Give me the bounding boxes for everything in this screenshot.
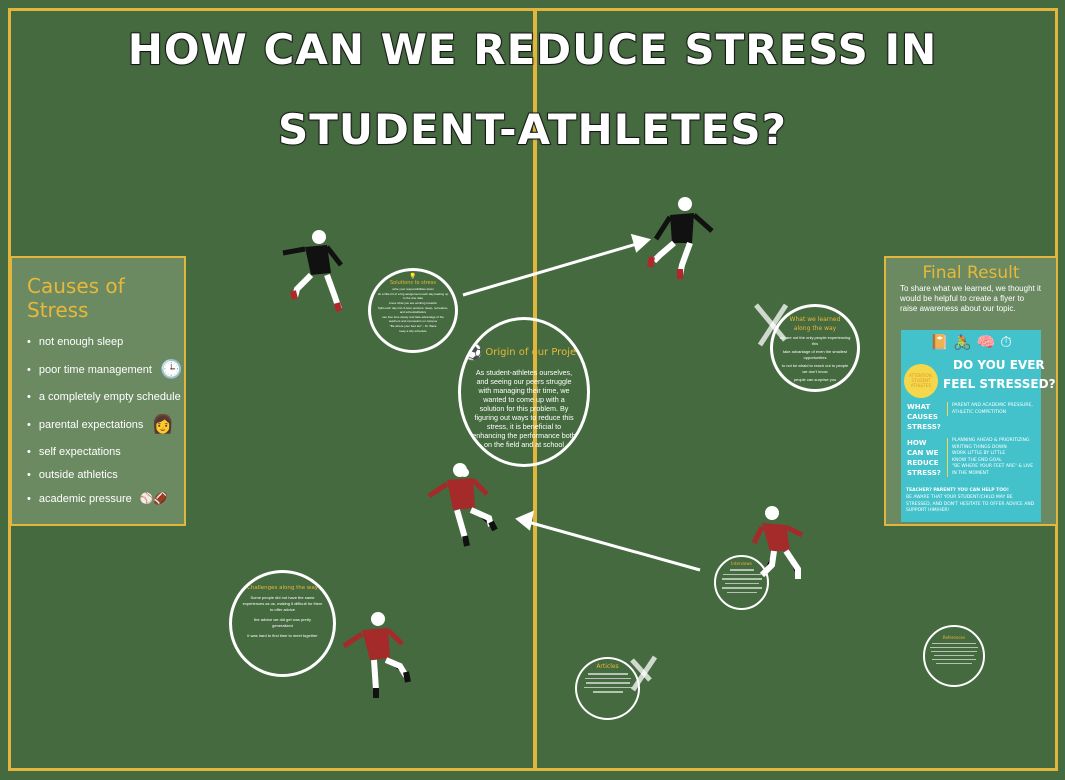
solution-item: Split each day into 3-hour portions: sle… <box>377 306 449 314</box>
player-icon <box>282 230 343 312</box>
lightbulb-icon: 💡 <box>409 274 417 280</box>
flyer-tip: WRITING THINGS DOWN <box>952 444 1007 450</box>
flyer-icons: 📔 🚴 🧠 ⏱ <box>929 333 1013 351</box>
solution-item: know what you are working towards <box>389 301 437 305</box>
learned-item: take advantage of even the smallest oppo… <box>782 349 848 360</box>
articles-heading: Articles <box>596 663 619 670</box>
cause-item: • not enough sleep <box>27 336 124 348</box>
player-icon <box>427 463 498 547</box>
flyer-tip: WORK LITTLE BY LITTLE <box>952 451 1006 456</box>
learned-circle[interactable]: What we learned along the way we are not… <box>770 304 860 392</box>
flyer-answer: PARENT AND ACADEMIC PRESSURE, ATHLETIC C… <box>947 402 1037 416</box>
solution-item: "Be where your feet are" - Dr. Baca <box>389 324 437 328</box>
parent-icon: 👩 <box>151 414 174 434</box>
challenge-item: Some people did not have the same experi… <box>242 595 323 612</box>
player-icon <box>342 612 411 698</box>
cause-item: • outside athletics <box>27 469 118 481</box>
flyer-tips: PLANNING AHEAD & PRIORITIZING WRITING TH… <box>947 438 1039 477</box>
sports-balls-icon: ⚾🏈 <box>139 493 168 505</box>
solution-item: keep a tidy schedule <box>399 329 427 333</box>
flyer-headline-2: FEEL STRESSED? <box>943 377 1056 391</box>
flyer-footer-heading: TEACHER? PARENT? YOU CAN HELP TOO! <box>906 488 1009 493</box>
causes-panel[interactable]: Causes of Stress • not enough sleep • po… <box>10 256 186 526</box>
cause-item: • a completely empty schedule <box>27 391 181 403</box>
ball-icon <box>460 468 469 477</box>
page-title: HOW CAN WE REDUCE STRESS IN <box>127 24 938 75</box>
origin-heading: Origin of our Project <box>485 346 586 358</box>
learned-heading: What we learned along the way <box>789 316 841 332</box>
solutions-heading: Solutions to stress <box>390 280 436 286</box>
arrow-to-center-player <box>515 510 701 572</box>
arrow-to-top-player <box>462 233 652 297</box>
x-mark-icon <box>630 303 789 692</box>
learned-item: we are not the only people experiencing … <box>779 335 851 346</box>
causes-heading: Causes of Stress <box>27 274 125 322</box>
stress-flyer[interactable]: 📔 🚴 🧠 ⏱ ATTENTION, STUDENT ATHLETES DO Y… <box>901 330 1056 522</box>
final-body: To share what we learned, we thought it … <box>900 284 1041 313</box>
learned-item: people can surprise you <box>793 377 837 382</box>
interviews-heading: Interviews <box>731 561 752 566</box>
origin-body: As student-athletes ourselves, and seein… <box>472 368 576 449</box>
flyer-tip: "BE WHERE YOUR FEET ARE" & LIVE IN THE M… <box>952 464 1034 476</box>
references-heading: References <box>942 635 966 640</box>
player-icon <box>647 197 714 279</box>
solutions-circle[interactable]: 💡 Solutions to stress write your respons… <box>368 268 458 353</box>
field-border-left <box>8 8 11 771</box>
solution-item: do a little bit of a big assignment each… <box>377 292 449 300</box>
flyer-badge: ATTENTION, STUDENT ATHLETES <box>904 364 938 398</box>
flyer-tip: PLANNING AHEAD & PRIORITIZING <box>952 438 1030 443</box>
flyer-tip: KNOW THE END GOAL <box>952 457 1002 463</box>
solution-item: write your responsibilities down <box>392 287 434 291</box>
flyer-question: HOW CAN WE REDUCE STRESS? <box>907 439 941 477</box>
challenges-circle[interactable]: Challenges along the way Some people did… <box>229 570 336 677</box>
cause-item: • poor time management🕒 <box>27 359 183 379</box>
learned-item: to not be afraid to reach out to people … <box>781 363 849 374</box>
flyer-headline: DO YOU EVER <box>953 358 1045 372</box>
flyer-question: WHAT CAUSES STRESS? <box>907 403 941 431</box>
clock-icon: 🕒 <box>159 359 183 379</box>
challenge-item: the advice we did get was pretty general… <box>254 617 311 628</box>
solution-item: use free time wisely and take advantage … <box>382 315 444 323</box>
cause-item: • academic pressure⚾🏈 <box>27 492 168 506</box>
challenge-item: it was hard to find time to meet togethe… <box>247 633 318 638</box>
references-circle[interactable]: References <box>923 625 985 687</box>
articles-circle[interactable]: Articles <box>575 657 640 720</box>
challenges-heading: Challenges along the way <box>247 585 318 591</box>
origin-circle[interactable]: ⚽Origin of our Project As student-athlet… <box>458 317 590 467</box>
cause-item: • parental expectations👩 <box>27 414 174 434</box>
final-heading: Final Result <box>922 263 1020 283</box>
page-title-line2: STUDENT-ATHLETES? <box>277 104 788 155</box>
interviews-circle[interactable]: Interviews <box>714 555 769 610</box>
cause-item: • self expectations <box>27 446 121 458</box>
flyer-footer: BE AWARE THAT YOUR STUDENT/CHILD MAY BE … <box>906 495 1035 513</box>
